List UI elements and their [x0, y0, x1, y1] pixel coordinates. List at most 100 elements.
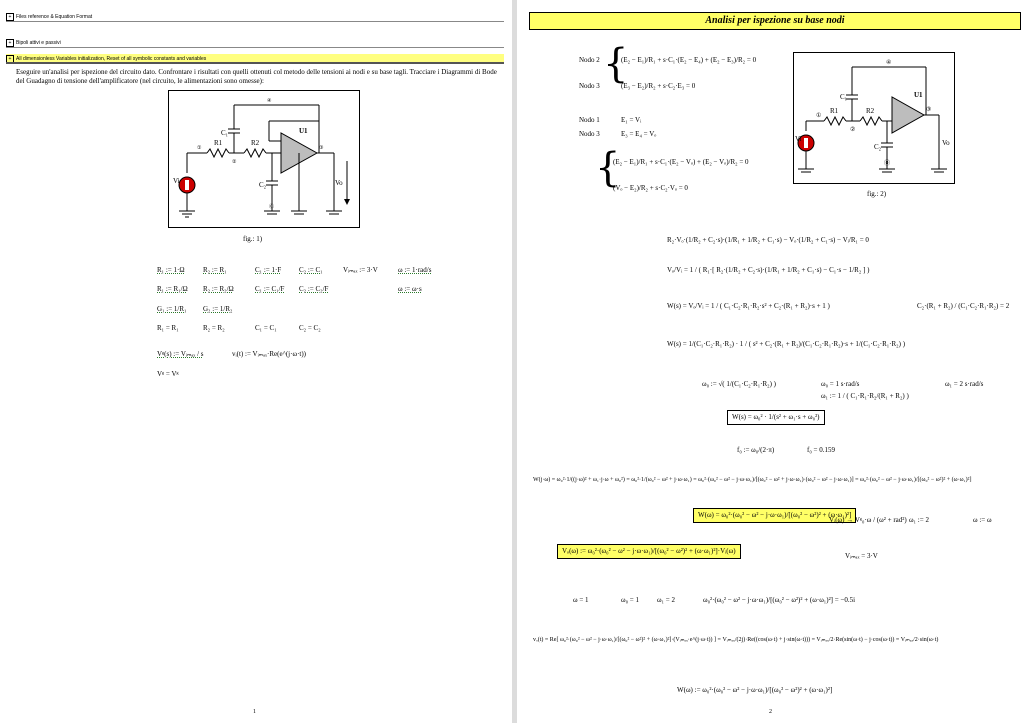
resistor-r2-icon: [859, 115, 883, 127]
label-vo: Vo: [942, 139, 950, 147]
show-vg: Vᵍ = Vᵍ: [157, 370, 179, 378]
node-0-label: ⓪: [269, 203, 274, 210]
nodo-3b-label: Nodo 3: [579, 130, 600, 138]
system2-eq2: (Vₒ − E₂)/R₂ + s·C₂·Vₒ = 0: [613, 184, 688, 192]
nodo-2-equation: (E₂ − E₁)/R₁ + s·C₁·(E₂ − E₄) + (E₂ − E₃…: [621, 56, 757, 64]
label-c2: C₂: [874, 143, 882, 151]
expand-icon[interactable]: +: [6, 38, 14, 47]
omega0-definition: ω₀ := √( 1/(C₁·C₂·R₁·R₂) ): [702, 380, 776, 388]
label-r2: R2: [866, 107, 875, 115]
figure-1-caption: fig.: 1): [243, 235, 263, 243]
collapsed-region-files-reference[interactable]: +Files reference & Equation Format: [6, 12, 504, 22]
node-2-label: ②: [850, 126, 855, 133]
side-calculation: C₂·(R₁ + R₂) / (C₁·C₂·R₁·R₂) = 2: [917, 302, 1010, 310]
show-c2: C₂ = C₂: [299, 324, 321, 332]
label-c2: C₂: [259, 181, 267, 189]
vo-time-derivation: vₒ(t) = Re[ ω₀²·(ω₀² − ω² − j·ω·ω₁)/[(ω₀…: [533, 637, 939, 643]
w-omega-final: W(ω) := ω₀²·(ω₀² − ω² − j·ω·ω₁)/[(ω₀² − …: [677, 686, 833, 694]
show-c1: C₁ = C₁: [255, 324, 277, 332]
def-r2-unit: R₂ := R₁: [203, 266, 227, 274]
f0-definition: f₀ := ω₀/(2·π): [737, 446, 775, 454]
node-3-label: ③: [926, 106, 931, 113]
node-3-label: ③: [319, 145, 324, 151]
f0-value: f₀ = 0.159: [807, 446, 835, 454]
nodo-1-equation: E₁ = Vᵢ: [621, 116, 642, 124]
wjw-derivation: W(j·ω) = ω₀²·1/((j·ω)² + ω₁·j·ω + ω₀²) =…: [533, 477, 972, 483]
collapsed-region-label: Bipoli attivi e passivi: [16, 40, 61, 46]
transfer-function-ws: W(s) = Vₒ/Vᵢ = 1 / ( C₁·C₂·R₁·R₂·s² + C₂…: [667, 302, 830, 310]
show-r2: R₂ = R₂: [203, 324, 225, 332]
def-g2: G₂ := 1/R₂: [203, 305, 233, 313]
label-r2: R2: [251, 139, 260, 147]
document-page-2: Analisi per ispezione su base nodi Nodo …: [517, 0, 1027, 723]
system-brace-2: {: [595, 145, 621, 191]
expand-icon[interactable]: +: [6, 12, 14, 21]
def-r1-norm: R₁ := R₁/Ω: [157, 285, 188, 293]
label-r1: R1: [830, 107, 839, 115]
def-r2-norm: R₂ := R₂/Ω: [203, 285, 234, 293]
label-u1: U1: [914, 91, 923, 99]
page-number: 2: [769, 709, 772, 715]
def-c2-unit: C₂ := C₁: [299, 266, 323, 274]
def-vi-t: vᵢ(t) := Vᵢₘₐₓ·Re(e^(j·ω·t)): [232, 350, 307, 358]
numeric-omega0: ω₀ = 1: [621, 596, 639, 604]
w-omega-box: W(ω) = ω₀²·(ω₀² − ω² − j·ω·ω₁)/[(ω₀² − ω…: [693, 508, 857, 523]
vi-omega-transform: Vᵢ(ω) → Vᵍ₀·ω / (ω² + rad²): [829, 516, 907, 524]
def-c2-norm: C₂ := C₂/F: [299, 285, 329, 293]
exercise-text: Eseguire un'analisi per ispezione del ci…: [16, 68, 497, 85]
node-1-label: ①: [816, 112, 821, 119]
def-vg-s: Vᵍ(s) := Vᵢₘₐₓ / s: [157, 350, 204, 358]
resistor-r2-icon: [243, 147, 267, 159]
transfer-function-ws2: W(s) = 1/(C₁·C₂·R₁·R₂) · 1 / ( s² + C₂·(…: [667, 340, 906, 348]
nodo-1-label: Nodo 1: [579, 116, 600, 124]
nodo-2-label: Nodo 2: [579, 56, 600, 64]
node-4-label: ④: [267, 98, 272, 104]
system2-eq1: (E₂ − E₁)/R₁ + s·C₁·(E₂ − Vₒ) + (E₂ − Vₒ…: [613, 158, 749, 166]
label-u1: U1: [299, 127, 308, 135]
collapsed-region-variables-init[interactable]: +All dimensionless Variables initializat…: [6, 54, 504, 64]
ws-result-box: W(s) = ω₀² · 1/(s² + ω₁·s + ω₀²): [727, 410, 825, 425]
ratio-equation: Vₒ/Vᵢ = 1 / ( R₁·[ R₂·(1/R₂ + C₂·s)·(1/R…: [667, 266, 870, 274]
nodo-3-equation: (E₃ − E₂)/R₂ + s·C₂·E₃ = 0: [621, 82, 696, 90]
resistor-r1-icon: [206, 147, 230, 159]
numeric-omega1: ω₁ = 2: [657, 596, 675, 604]
page-number: 1: [253, 709, 256, 715]
def-r1-unit: R₁ := 1·Ω: [157, 266, 185, 274]
resistor-r1-icon: [823, 115, 847, 127]
collapsed-region-label: Files reference & Equation Format: [16, 14, 93, 20]
numeric-omega: ω = 1: [573, 596, 589, 604]
omega0-value: ω₀ = 1 s·rad/s: [821, 380, 860, 388]
def-vimax: Vᵢₘₐₓ := 3·V: [343, 266, 378, 274]
figure-2-caption: fig.: 2): [867, 190, 887, 198]
node-2-label: ②: [232, 159, 237, 165]
omega1-assign: ω₁ := 2: [909, 516, 929, 524]
omega-assign: ω := ω: [973, 516, 992, 524]
label-vi: Vi: [795, 135, 802, 143]
system-brace: {: [603, 41, 629, 87]
collapsed-region-bipoli[interactable]: +Bipoli attivi e passivi: [6, 38, 504, 48]
circuit-diagram: Vi R1 R2 C₁ C₂ U1 Vo ① ② ③ ④ ⓪: [795, 59, 950, 173]
numeric-result: ω₀²·(ω₀² − ω² − j·ω·ω₁)/[(ω₀² − ω²)² + (…: [703, 596, 856, 604]
def-c1-norm: C₁ := C₁/F: [255, 285, 285, 293]
label-c1: C₁: [221, 129, 228, 137]
label-vo: Vo: [335, 179, 343, 187]
nodo-3-label: Nodo 3: [579, 82, 600, 90]
label-vi: Vi: [173, 177, 180, 185]
node-4-label: ④: [886, 59, 891, 66]
node-0-label: ⓪: [884, 159, 890, 167]
main-equation: R₂·Vₒ·(1/R₂ + C₂·s)·(1/R₁ + 1/R₂ + C₁·s)…: [667, 236, 869, 244]
document-page-1: +Files reference & Equation Format +Bipo…: [0, 0, 512, 723]
def-c1-unit: C₁ := 1·F: [255, 266, 282, 274]
def-omega: ω := 1·rad/s: [398, 266, 432, 274]
vo-omega-box: Vₒ(ω) := ω₀²·(ω₀² − ω² − j·ω·ω₁)/[(ω₀² −…: [557, 544, 741, 559]
collapsed-region-label: All dimensionless Variables initializati…: [16, 56, 207, 62]
opamp-icon: [891, 96, 926, 134]
omega1-value: ω₁ = 2 s·rad/s: [945, 380, 984, 388]
section-title: Analisi per ispezione su base nodi: [529, 12, 1021, 30]
node-1-label: ①: [197, 145, 202, 151]
label-c1: C₁: [840, 93, 847, 101]
nodo-3b-equation: E₃ = E₄ = Vₒ: [621, 130, 657, 138]
def-g1: G₁ := 1/R₁: [157, 305, 187, 313]
vimax-value: Vᵢₘₐₓ = 3·V: [845, 552, 878, 560]
circuit-figure-1: Vi R1 R2 C₁ C₂ U1 Vo ① ② ③ ④ ⓪: [168, 90, 360, 228]
